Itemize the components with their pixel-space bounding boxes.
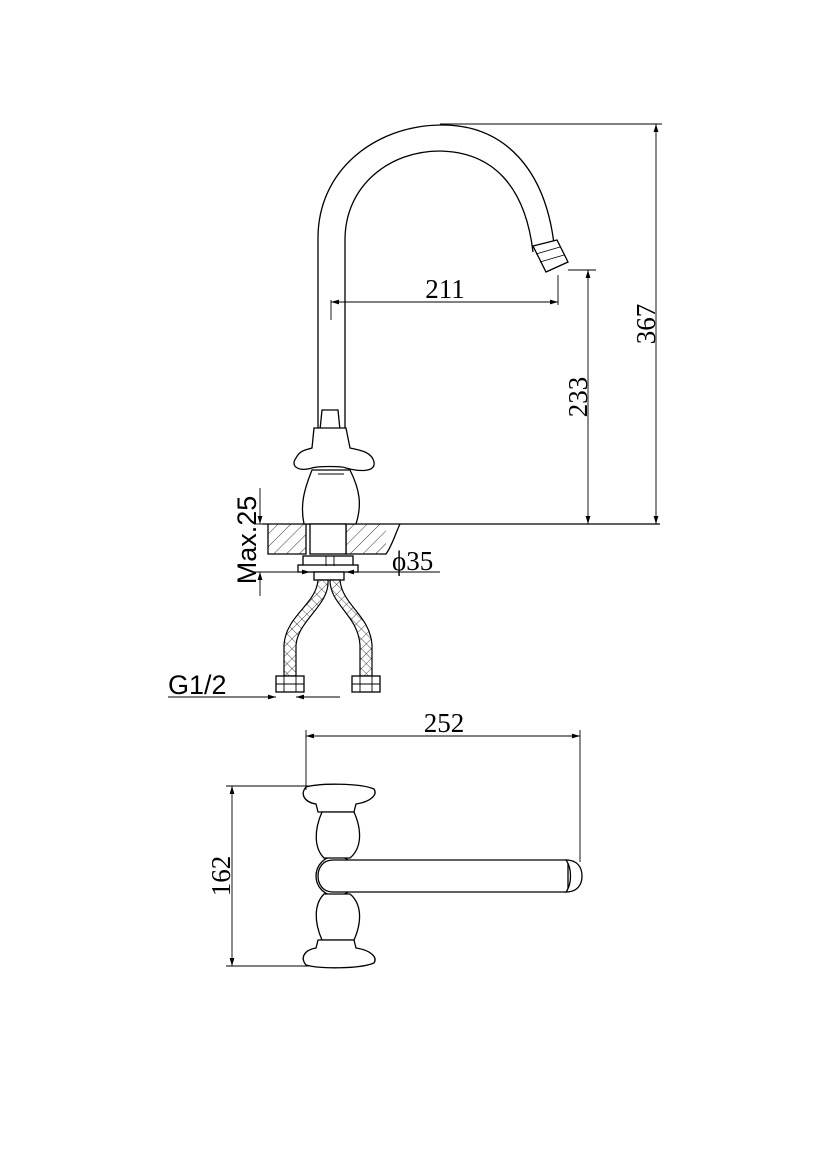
dimension-211: 211 — [330, 274, 559, 320]
dim-label-phi35: ϕ35 — [392, 546, 433, 576]
valve-body — [293, 409, 375, 581]
dim-label-162: 162 — [206, 856, 236, 897]
dim-label-max25: Max.25 — [232, 496, 262, 585]
dimension-233: 233 — [563, 269, 596, 524]
dim-label-211: 211 — [425, 274, 465, 304]
dim-label-367: 367 — [631, 304, 661, 345]
top-view: 252 162 — [206, 708, 583, 969]
dimension-162: 162 — [206, 785, 310, 967]
spout — [317, 124, 569, 430]
countertop-section — [262, 523, 660, 555]
dimension-phi35: ϕ35 — [260, 546, 440, 576]
dim-label-233: 233 — [563, 377, 593, 418]
dim-label-g12: G1/2 — [168, 670, 227, 700]
dimension-max25: Max.25 — [232, 488, 300, 596]
braided-hoses — [275, 579, 381, 693]
dimension-252: 252 — [305, 708, 581, 862]
dimension-g12: G1/2 — [168, 670, 340, 700]
side-view: 211 233 367 Max.25 ϕ35 — [168, 123, 662, 700]
dimension-367: 367 — [440, 123, 662, 524]
dim-label-252: 252 — [424, 708, 465, 738]
